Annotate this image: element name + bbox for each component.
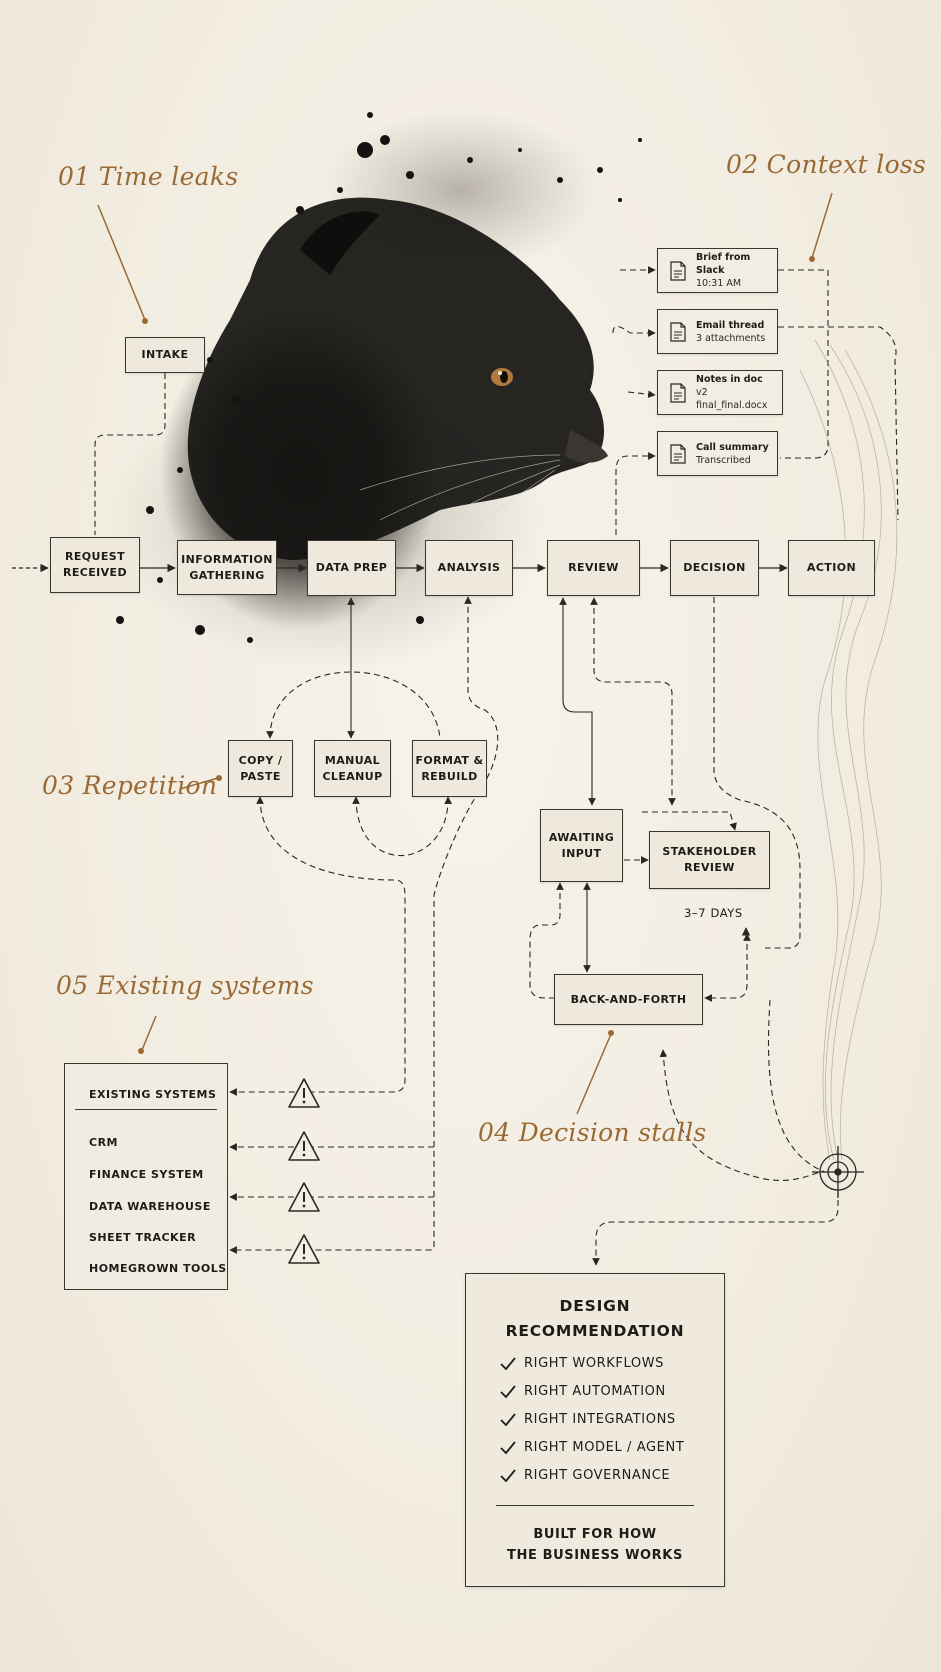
format-rebuild-box[interactable]: FORMAT & REBUILD (412, 740, 487, 797)
decision-box[interactable]: DECISION (670, 540, 759, 596)
recommendation-item: RIGHT AUTOMATION (500, 1384, 666, 1399)
recommendation-item: RIGHT INTEGRATIONS (500, 1412, 676, 1427)
card-title: Email thread (696, 319, 765, 331)
card-title: Brief from Slack (696, 252, 751, 276)
recommendation-item-label: RIGHT WORKFLOWS (524, 1356, 665, 1371)
existing-systems-panel: EXISTING SYSTEMS CRM FINANCE SYSTEM DATA… (64, 1063, 228, 1290)
check-icon (500, 1468, 516, 1482)
data-prep-box[interactable]: DATA PREP (307, 540, 396, 596)
system-item-warehouse[interactable]: DATA WAREHOUSE (89, 1200, 211, 1213)
system-item-homegrown[interactable]: HOMEGROWN TOOLS (89, 1262, 227, 1275)
analysis-box[interactable]: ANALYSIS (425, 540, 513, 596)
document-icon (670, 443, 686, 464)
check-icon (500, 1440, 516, 1454)
recommendation-item: RIGHT WORKFLOWS (500, 1356, 664, 1371)
warning-icon (288, 1131, 320, 1161)
target-icon (812, 1146, 864, 1198)
check-icon (500, 1412, 516, 1426)
action-box[interactable]: ACTION (788, 540, 875, 596)
document-icon (670, 321, 686, 342)
systems-title: EXISTING SYSTEMS (89, 1088, 217, 1101)
card-subtitle: 10:31 AM (696, 278, 742, 289)
awaiting-input-box[interactable]: AWAITING INPUT (540, 809, 623, 882)
annotation-time-leaks: 01 Time leaks (58, 162, 239, 191)
systems-divider (75, 1109, 217, 1110)
recommendation-item: RIGHT GOVERNANCE (500, 1468, 670, 1483)
document-icon (670, 260, 686, 281)
context-card-slack[interactable]: Brief from Slack 10:31 AM (657, 248, 778, 293)
copy-paste-box[interactable]: COPY / PASTE (228, 740, 293, 797)
manual-cleanup-box[interactable]: MANUAL CLEANUP (314, 740, 391, 797)
annotation-repetition: 03 Repetition (42, 771, 218, 800)
review-box[interactable]: REVIEW (547, 540, 640, 596)
design-recommendation-panel: DESIGN RECOMMENDATION RIGHT WORKFLOWS RI… (465, 1273, 725, 1587)
system-item-crm[interactable]: CRM (89, 1136, 118, 1149)
information-gathering-box[interactable]: INFORMATION GATHERING (177, 540, 277, 595)
warning-icon (288, 1182, 320, 1212)
recommendation-title: DESIGN RECOMMENDATION (505, 1297, 685, 1340)
card-title: Call summary (696, 441, 769, 453)
annotation-context-loss: 02 Context loss (726, 150, 927, 179)
recommendation-item: RIGHT MODEL / AGENT (500, 1440, 684, 1455)
card-subtitle: v2 final_final.docx (696, 387, 768, 411)
intake-box[interactable]: INTAKE (125, 337, 205, 373)
stall-duration: 3–7 DAYS (684, 906, 743, 920)
check-icon (500, 1384, 516, 1398)
system-item-sheet-tracker[interactable]: SHEET TRACKER (89, 1231, 197, 1244)
check-icon (500, 1356, 516, 1370)
annotation-existing-systems: 05 Existing systems (56, 971, 314, 1000)
request-received-box[interactable]: REQUEST RECEIVED (50, 537, 140, 593)
recommendation-footer: BUILT FOR HOW THE BUSINESS WORKS (507, 1527, 683, 1563)
card-title: Notes in doc (696, 374, 763, 385)
recommendation-item-label: RIGHT GOVERNANCE (524, 1468, 671, 1483)
recommendation-item-label: RIGHT MODEL / AGENT (524, 1440, 685, 1455)
back-and-forth-box[interactable]: BACK-AND-FORTH (554, 974, 703, 1025)
warning-icon (288, 1078, 320, 1108)
system-item-finance[interactable]: FINANCE SYSTEM (89, 1168, 204, 1181)
card-subtitle: 3 attachments (696, 332, 766, 344)
document-icon (670, 382, 686, 403)
recommendation-divider (496, 1505, 694, 1506)
context-card-notes[interactable]: Notes in doc v2 final_final.docx (657, 370, 783, 415)
stakeholder-review-box[interactable]: STAKEHOLDER REVIEW (649, 831, 770, 889)
annotation-decision-stalls: 04 Decision stalls (478, 1118, 707, 1147)
card-subtitle: Transcribed (696, 454, 751, 466)
warning-icon (288, 1234, 320, 1264)
recommendation-item-label: RIGHT AUTOMATION (524, 1384, 666, 1399)
recommendation-item-label: RIGHT INTEGRATIONS (524, 1412, 676, 1427)
